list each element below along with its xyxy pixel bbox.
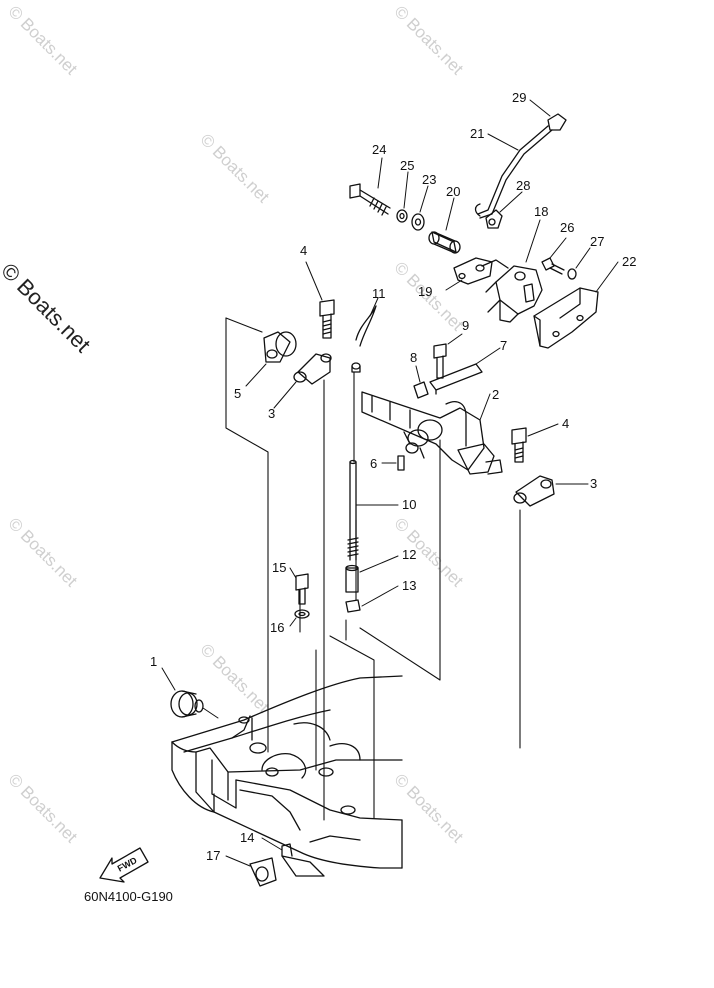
callout-17: 17 — [206, 848, 220, 863]
part-14-bracket — [261, 837, 325, 877]
bottom-cowling — [171, 675, 403, 869]
callout-10: 10 — [402, 497, 416, 512]
callout-23: 23 — [422, 172, 436, 187]
callout-2: 2 — [492, 387, 499, 402]
part-27-washer — [567, 247, 591, 280]
callout-25: 25 — [400, 158, 414, 173]
callout-11: 11 — [372, 286, 386, 301]
part-26-screw — [541, 237, 567, 275]
part-24-bolt — [349, 157, 391, 216]
callout-7: 7 — [500, 338, 507, 353]
part-10-shift-rod — [347, 459, 399, 561]
part-2-shift-shaft — [361, 391, 503, 475]
part-4-bolt-left — [305, 261, 335, 339]
part-8-clip — [413, 365, 429, 399]
part-13-nut — [345, 585, 399, 613]
callout-labels: 1 2 3 3 4 4 5 6 7 8 9 10 11 12 13 14 15 … — [116, 90, 637, 874]
diagram-code: 60N4100-G190 — [84, 889, 173, 904]
part-11-cotter-pin — [351, 297, 379, 373]
part-28-clip — [485, 191, 523, 229]
callout-5: 5 — [234, 386, 241, 401]
callout-3: 3 — [590, 476, 597, 491]
callout-20: 20 — [446, 184, 460, 199]
callout-22: 22 — [622, 254, 636, 269]
part-7-plate — [429, 347, 501, 395]
part-12-sleeve — [345, 555, 399, 593]
part-6-pin — [381, 455, 405, 471]
callout-29: 29 — [512, 90, 526, 105]
part-3-collar-left — [273, 353, 332, 409]
part-3-collar-right — [513, 475, 589, 507]
callout-28: 28 — [516, 178, 530, 193]
callout-26: 26 — [560, 220, 574, 235]
fwd-arrow-icon — [99, 847, 149, 883]
callout-1: 1 — [150, 654, 157, 669]
part-4-bolt-right — [511, 423, 559, 463]
callout-27: 27 — [590, 234, 604, 249]
callout-14: 14 — [240, 830, 254, 845]
part-18-shift-lever — [481, 219, 543, 323]
part-20-sleeve — [428, 197, 461, 254]
part-1-grommet — [161, 667, 219, 719]
fwd-label: FWD — [116, 855, 139, 874]
callout-16: 16 — [270, 620, 284, 635]
callout-8: 8 — [410, 350, 417, 365]
callout-12: 12 — [402, 547, 416, 562]
part-29-cap — [529, 99, 567, 131]
callout-18: 18 — [534, 204, 548, 219]
callout-19: 19 — [418, 284, 432, 299]
callout-4: 4 — [562, 416, 569, 431]
part-21-link-rod — [474, 125, 553, 219]
part-9-bolt — [433, 333, 463, 379]
part-23-washer — [411, 185, 429, 231]
part-17-clamp — [225, 855, 277, 887]
assembly-guide-lines — [225, 317, 521, 821]
callout-24: 24 — [372, 142, 386, 157]
part-22-bracket — [533, 261, 619, 349]
callout-6: 6 — [370, 456, 377, 471]
part-5-clip — [245, 331, 297, 387]
part-15-bolt — [289, 567, 309, 605]
callout-15: 15 — [272, 560, 286, 575]
part-16-washer — [289, 609, 310, 627]
callout-9: 9 — [462, 318, 469, 333]
part-19-plate — [445, 257, 493, 291]
callout-4: 4 — [300, 243, 307, 258]
callout-21: 21 — [470, 126, 484, 141]
part-25-washer — [396, 171, 409, 223]
callout-3: 3 — [268, 406, 275, 421]
callout-13: 13 — [402, 578, 416, 593]
